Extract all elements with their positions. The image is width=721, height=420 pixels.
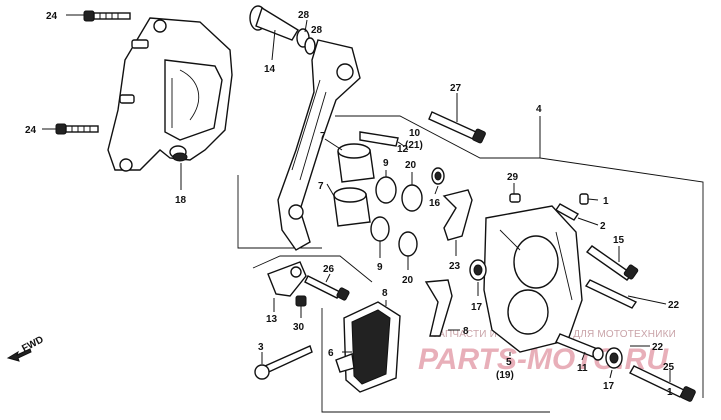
callout-5: 5: [506, 357, 512, 368]
callout-30: 30: [293, 322, 305, 333]
callout-28-lower: 28: [311, 25, 323, 36]
seal-20-lower: [398, 231, 418, 257]
pad-pin-3: [254, 345, 313, 380]
seal-9-upper: [375, 176, 397, 204]
piston-7-lower: [333, 187, 371, 227]
bolt-25: [629, 365, 696, 402]
callout-8-upper: 8: [382, 288, 388, 299]
caliper-group-outline-right: [539, 157, 704, 398]
callout-18: 18: [175, 195, 187, 206]
pad-group-outline-bottom: [321, 308, 550, 413]
bleeder-16: [431, 167, 445, 185]
callout-7-lower: 7: [318, 181, 324, 192]
fwd-label: FWD: [20, 334, 45, 354]
caliper-holder-18: [107, 17, 233, 172]
callout-24-upper: 24: [46, 11, 58, 22]
callout-22-lower: 22: [652, 342, 664, 353]
pad-group-outline-top: [252, 255, 373, 283]
pin-14: [249, 5, 299, 41]
callout-14: 14: [264, 64, 276, 75]
callout-7-upper: 7: [320, 131, 326, 142]
callout-29: 29: [507, 172, 519, 183]
callout-15: 15: [613, 235, 625, 246]
callout-12: 12: [397, 144, 409, 155]
callout-21: (21): [405, 140, 423, 151]
bolt-30: [295, 295, 307, 318]
callout-1-lower: 1: [667, 387, 673, 398]
callout-2: 2: [600, 221, 606, 232]
callout-19: (19): [496, 370, 514, 381]
callout-26: 26: [323, 264, 335, 275]
callout-10: 10: [409, 128, 421, 139]
seal-20-upper: [401, 184, 423, 212]
callout-20-lower: 20: [402, 275, 414, 286]
piston-7-upper: [337, 143, 375, 183]
bolt-24-upper: [83, 10, 131, 22]
bolt-27: [428, 111, 486, 144]
watermark-logo: PARTS-MOTO.RU: [418, 343, 669, 376]
boot-17-right: [605, 347, 623, 369]
callout-24-lower: 24: [25, 125, 37, 136]
bolt-26: [304, 275, 350, 301]
boot-17-left: [469, 259, 487, 281]
screw-29: [509, 193, 521, 203]
callout-20-upper: 20: [405, 160, 417, 171]
callout-9-upper: 9: [383, 158, 389, 169]
callout-25: 25: [663, 362, 675, 373]
callout-22-upper: 22: [668, 300, 680, 311]
cap-2: [554, 203, 599, 226]
fwd-arrow-icon: [6, 348, 32, 362]
seal-9-lower: [370, 216, 390, 242]
bleeder-screw-1: [579, 193, 599, 205]
caliper-body-5: [483, 205, 583, 353]
brake-pad-6: [335, 301, 401, 393]
callout-4: 4: [536, 104, 542, 115]
bolt-24-lower: [55, 123, 99, 135]
callout-16-small: 16: [429, 198, 441, 209]
callout-1-upper: 1: [603, 196, 609, 207]
pin-11: [555, 333, 604, 361]
caliper-bracket: [277, 39, 361, 251]
pad-shim-8: [424, 279, 453, 337]
callout-17-left: 17: [471, 302, 483, 313]
callout-23: 23: [449, 261, 461, 272]
plate-23: [442, 189, 473, 241]
callout-13: 13: [266, 314, 278, 325]
forward-direction-indicator: FWD: [6, 334, 46, 362]
pad-spring-13: [267, 261, 307, 297]
clip-12: [359, 131, 399, 147]
callout-27: 27: [450, 83, 462, 94]
callout-8-right: 8: [463, 326, 469, 337]
boot-28: [296, 28, 316, 55]
callout-17-right: 17: [603, 381, 615, 392]
callout-11: 11: [577, 363, 588, 374]
callout-9-lower: 9: [377, 262, 383, 273]
callout-28-upper: 28: [298, 10, 310, 21]
callout-3: 3: [258, 342, 264, 353]
bolt-15: [585, 245, 639, 281]
callout-6: 6: [328, 348, 334, 359]
pin-22: [584, 279, 638, 309]
